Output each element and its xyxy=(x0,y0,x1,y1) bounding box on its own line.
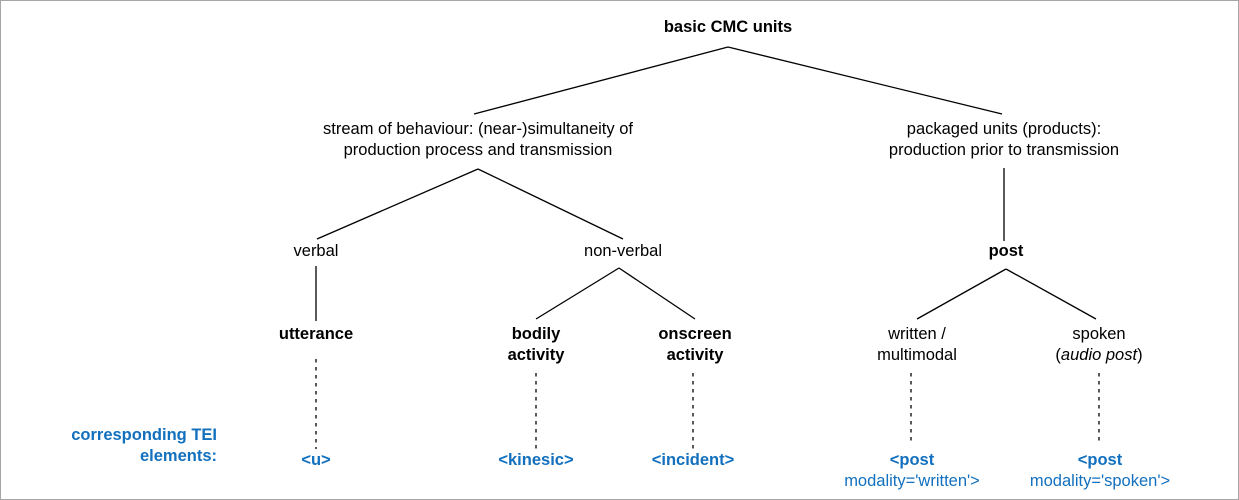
node-verbal: verbal xyxy=(293,242,339,260)
node-packaged-units: packaged units (products): production pr… xyxy=(856,119,1152,161)
edge-stream-to-verbal xyxy=(316,168,479,240)
tei-element-kinesic: <kinesic> xyxy=(498,451,574,469)
edge-stream-to-nonverbal xyxy=(477,168,624,240)
node-spoken-line-1: spoken xyxy=(1072,325,1126,343)
node-packaged-line-1: packaged units (products): xyxy=(906,120,1102,138)
edge-post-to-spoken xyxy=(1005,268,1097,320)
tei-legend-line-1: corresponding TEI xyxy=(71,426,217,444)
node-onscreen-line-2: activity xyxy=(666,346,724,365)
node-spoken-audio-post: spoken (audio post) xyxy=(1029,324,1169,366)
edge-nonverbal-to-onscreen xyxy=(618,267,696,320)
edge-post-to-written xyxy=(916,268,1007,320)
node-basic-cmc-units: basic CMC units xyxy=(663,18,793,36)
tei-post-written-attribute: modality='written'> xyxy=(844,471,980,490)
node-written-multimodal: written / multimodal xyxy=(847,324,987,366)
node-spoken-paren-close: ) xyxy=(1137,346,1143,365)
tei-element-u: <u> xyxy=(301,451,331,469)
edge-root-to-packaged xyxy=(727,46,1003,115)
tei-post-written-tag: <post xyxy=(889,451,935,469)
node-post: post xyxy=(988,242,1024,260)
node-written-line-1: written / xyxy=(888,325,946,343)
node-stream-of-behaviour: stream of behaviour: (near-)simultaneity… xyxy=(278,119,678,161)
tei-element-post-written: <post modality='written'> xyxy=(839,450,985,491)
node-stream-line-2: production process and transmission xyxy=(343,141,613,160)
edge-nonverbal-to-bodily xyxy=(535,267,620,320)
node-non-verbal: non-verbal xyxy=(584,242,662,260)
tei-legend-label: corresponding TEI elements: xyxy=(29,425,217,466)
node-packaged-line-2: production prior to transmission xyxy=(888,141,1120,160)
tei-legend-line-2: elements: xyxy=(139,446,217,465)
node-bodily-line-2: activity xyxy=(507,346,565,365)
node-stream-line-1: stream of behaviour: (near-)simultaneity… xyxy=(323,120,633,138)
tei-post-spoken-attribute: modality='spoken'> xyxy=(1029,471,1171,490)
tei-post-spoken-tag: <post xyxy=(1077,451,1123,469)
node-spoken-audio-post-italic: audio post xyxy=(1060,346,1138,365)
node-spoken-paren-open: ( xyxy=(1055,346,1061,365)
node-onscreen-line-1: onscreen xyxy=(658,325,732,343)
node-bodily-line-1: bodily xyxy=(511,325,561,343)
node-onscreen-activity: onscreen activity xyxy=(625,324,765,366)
tei-element-post-spoken: <post modality='spoken'> xyxy=(1021,450,1179,491)
node-written-line-2: multimodal xyxy=(877,346,957,365)
node-spoken-line-2: (audio post) xyxy=(1029,345,1169,366)
node-utterance: utterance xyxy=(278,325,354,343)
tei-element-incident: <incident> xyxy=(651,451,735,469)
node-bodily-activity: bodily activity xyxy=(466,324,606,366)
edge-root-to-stream xyxy=(473,46,729,115)
